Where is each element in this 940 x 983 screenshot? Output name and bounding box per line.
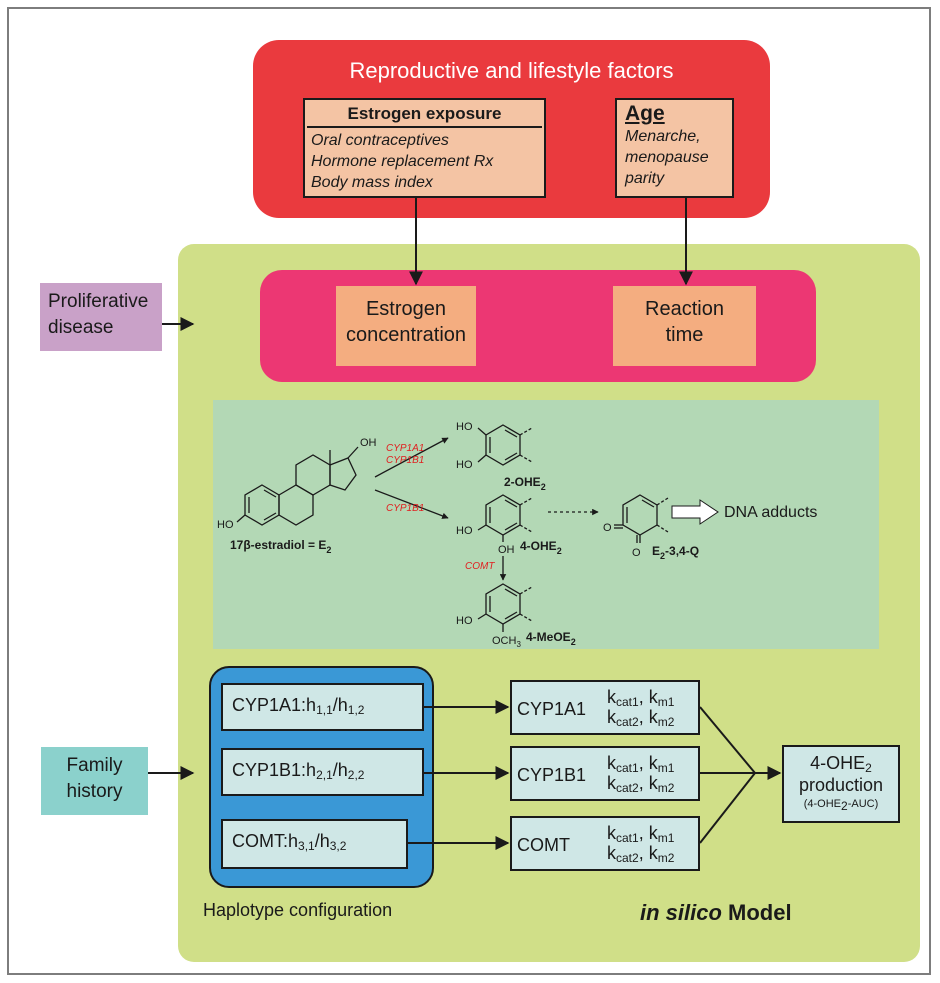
estrogen-exposure-divider [307, 126, 542, 128]
reaction-time-line2: time [665, 324, 704, 346]
4-ohe2-oh-label: OH [498, 544, 515, 556]
estradiol-ho-label: HO [217, 519, 234, 531]
haplotype-cyp1a1-sub1: 1,1 [316, 703, 333, 717]
family-history-box: Family history [41, 747, 148, 815]
arrow-estradiol-to-4ohe2 [374, 489, 449, 519]
estradiol-structure [236, 446, 359, 526]
line-cyp1a1-to-production [699, 706, 756, 774]
4-ohe2-ho-label: HO [456, 525, 473, 537]
hormone-replacement-item: Hormone replacement Rx [311, 153, 494, 170]
estradiol-oh-label: OH [360, 437, 377, 449]
haplotype-comt-slash: /h [314, 831, 330, 851]
estrogen-exposure-box: Estrogen exposure Oral contraceptives Ho… [303, 98, 546, 198]
haplotype-cyp1b1-sub2: 2,2 [347, 768, 365, 782]
haplotype-cyp1a1-sub2: 1,2 [347, 703, 365, 717]
parity-item: parity [625, 170, 665, 187]
model-title-bold: Model [728, 900, 792, 925]
reaction-time-line1: Reaction [645, 298, 724, 320]
production-auc-line: (4-OHE2-AUC) [803, 798, 879, 813]
estradiol-label: 17β-estradiol = E2 [230, 538, 331, 555]
age-heading: Age [625, 102, 665, 125]
estrogen-metabolism-panel [213, 400, 879, 649]
4-meoe2-structure [477, 583, 533, 632]
dna-adducts-label: DNA adducts [724, 504, 817, 521]
age-box: Age Menarche, menopause parity [615, 98, 734, 198]
estrogen-concentration-line1: Estrogen [365, 298, 447, 320]
enzyme-cyp1b1-params-row1: kcat1, km1 [607, 753, 675, 775]
enzyme-comt-params-row1: kcat1, km1 [607, 823, 675, 845]
production-output-box: 4-OHE2 production (4-OHE2-AUC) [782, 745, 900, 823]
2-ohe2-structure [477, 424, 533, 466]
4-meoe2-ho-label: HO [456, 615, 473, 627]
line-comt-to-production [699, 772, 756, 844]
oral-contraceptives-item: Oral contraceptives [311, 132, 449, 149]
enzyme-comt-params-row2: kcat2, km2 [607, 843, 675, 865]
haplotype-cyp1a1-slash: /h [332, 695, 348, 715]
arrow-estradiol-to-2ohe2 [374, 437, 449, 478]
figure-frame [7, 7, 931, 975]
haplotype-comt-sub1: 3,1 [298, 839, 315, 853]
lifestyle-factors-title: Reproductive and lifestyle factors [349, 58, 674, 83]
enzyme-cyp1b1-top-label: CYP1B1 [386, 455, 424, 466]
haplotype-cyp1b1-gene: CYP1B1:h [232, 760, 317, 780]
quinone-o-left: O [603, 522, 612, 534]
production-line1: 4-OHE2 [810, 753, 872, 775]
2-ohe2-ho-bottom: HO [456, 459, 473, 471]
menopause-item: menopause [625, 149, 709, 166]
enzyme-cyp1b1-params-row2: kcat2, km2 [607, 773, 675, 795]
proliferative-disease-line1: Proliferative [48, 291, 149, 312]
family-history-line1: Family [66, 755, 123, 776]
haplotype-comt-gene: COMT:h [232, 831, 299, 851]
quinone-o-bottom: O [632, 547, 641, 559]
4-meoe2-och3-label: OCH3 [492, 635, 521, 649]
quinone-structure [614, 494, 669, 543]
enzyme-cyp1a1-name: CYP1A1 [517, 699, 587, 719]
4-ohe2-label: 4-OHE2 [520, 539, 562, 556]
hollow-arrow-to-dna-adducts [671, 499, 719, 525]
haplotype-cyp1a1-gene: CYP1A1:h [232, 695, 317, 715]
model-title-italic: in silico [640, 900, 722, 925]
proliferative-disease-box: Proliferative disease [40, 283, 162, 351]
4-ohe2-structure [477, 494, 533, 542]
enzyme-comt-box: COMT kcat1, km1 kcat2, km2 [510, 816, 700, 871]
estrogen-concentration-line2: concentration [345, 324, 467, 346]
haplotype-configuration-label: Haplotype configuration [203, 900, 393, 920]
4-meoe2-label: 4-MeOE2 [526, 630, 576, 647]
body-mass-index-item: Body mass index [311, 174, 433, 191]
enzyme-cyp1b1-name: CYP1B1 [517, 765, 587, 785]
2-ohe2-ho-top: HO [456, 421, 473, 433]
menarche-item: Menarche, [625, 128, 701, 145]
in-silico-model-title: in silico Model [640, 900, 792, 926]
2-ohe2-label: 2-OHE2 [504, 475, 546, 492]
haplotype-comt-box: COMT:h3,1/h3,2 [221, 819, 408, 869]
enzyme-cyp1b1-bottom-label: CYP1B1 [386, 503, 424, 514]
production-line2: production [798, 775, 884, 795]
enzyme-cyp1a1-box: CYP1A1 kcat1, km1 kcat2, km2 [510, 680, 700, 735]
enzyme-cyp1b1-box: CYP1B1 kcat1, km1 kcat2, km2 [510, 746, 700, 801]
estrogen-exposure-heading: Estrogen exposure [347, 104, 502, 123]
enzyme-comt-label: COMT [465, 561, 495, 572]
enzyme-cyp1a1-params-row2: kcat2, km2 [607, 707, 675, 729]
reaction-time-box: Reaction time [613, 286, 756, 366]
enzyme-comt-name: COMT [517, 835, 570, 855]
haplotype-comt-sub2: 3,2 [329, 839, 347, 853]
enzyme-cyp1a1-label: CYP1A1 [386, 443, 424, 454]
family-history-line2: history [66, 781, 123, 802]
haplotype-cyp1b1-box: CYP1B1:h2,1/h2,2 [221, 748, 424, 796]
haplotype-cyp1a1-box: CYP1A1:h1,1/h1,2 [221, 683, 424, 731]
haplotype-cyp1b1-sub1: 2,1 [316, 768, 333, 782]
quinone-label: E2-3,4-Q [652, 544, 699, 561]
proliferative-disease-line2: disease [48, 317, 114, 338]
estrogen-concentration-box: Estrogen concentration [336, 286, 476, 366]
enzyme-cyp1a1-params-row1: kcat1, km1 [607, 687, 675, 709]
haplotype-cyp1b1-slash: /h [332, 760, 348, 780]
